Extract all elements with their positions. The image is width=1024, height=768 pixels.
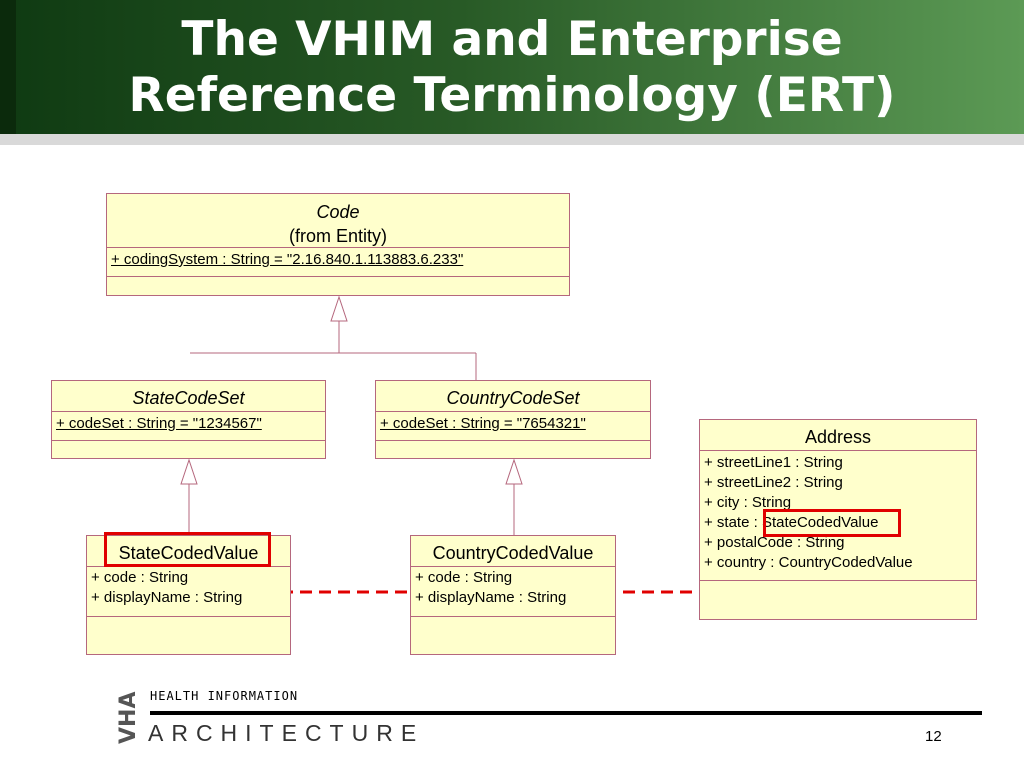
class-address-attr-state: + state : StateCodedValue <box>704 514 879 531</box>
class-statecodeset: StateCodeSet + codeSet : String = "12345… <box>51 380 326 459</box>
footer-health-information: HEALTH INFORMATION <box>150 689 299 703</box>
class-address: Address + streetLine1 : String + streetL… <box>699 419 977 620</box>
slide-header: The VHIM and Enterprise Reference Termin… <box>0 0 1024 145</box>
title-line-2: Reference Terminology (ERT) <box>128 68 896 123</box>
slide-title: The VHIM and Enterprise Reference Termin… <box>0 12 1024 124</box>
class-countrycodedvalue-attr-displayname: + displayName : String <box>415 589 567 606</box>
class-statecodeset-attr: + codeSet : String = "1234567" <box>56 415 262 432</box>
class-statecodedvalue-attr-code: + code : String <box>91 569 189 586</box>
class-countrycodedvalue: CountryCodedValue + code : String + disp… <box>410 535 616 655</box>
highlight-address-state-type <box>763 509 901 537</box>
class-address-name: Address <box>804 427 872 447</box>
inheritance-arrow-code <box>330 295 348 322</box>
class-code-name: Code <box>316 202 360 222</box>
vha-logo-text: VHA <box>116 692 141 744</box>
class-statecodedvalue: StateCodedValue + code : String + displa… <box>86 535 291 655</box>
class-statecodedvalue-name: StateCodedValue <box>118 543 259 563</box>
header-left-band <box>0 0 16 145</box>
class-statecodedvalue-attr-displayname: + displayName : String <box>91 589 243 606</box>
class-countrycodeset-attr: + codeSet : String = "7654321" <box>380 415 586 432</box>
inheritance-arrow-countrycodeset <box>505 458 523 485</box>
class-code-attr: + codingSystem : String = "2.16.840.1.11… <box>111 251 464 268</box>
highlight-statecodedvalue <box>104 532 271 567</box>
page-number: 12 <box>925 728 942 745</box>
class-address-attr-country: + country : CountryCodedValue <box>704 554 913 571</box>
class-countrycodedvalue-attr-code: + code : String <box>415 569 513 586</box>
class-code: Code (from Entity) + codingSystem : Stri… <box>106 193 570 296</box>
header-divider <box>0 134 1024 145</box>
class-address-attr-streetline1: + streetLine1 : String <box>704 454 843 471</box>
class-countrycodeset: CountryCodeSet + codeSet : String = "765… <box>375 380 651 459</box>
class-address-attr-streetline2: + streetLine2 : String <box>704 474 843 491</box>
footer-architecture: ARCHITECTURE <box>148 720 425 746</box>
class-address-attr-postalcode: + postalCode : String <box>704 534 845 551</box>
footer-rule <box>150 711 982 715</box>
class-countrycodedvalue-name: CountryCodedValue <box>432 543 594 563</box>
title-line-1: The VHIM and Enterprise <box>181 12 843 67</box>
class-code-stereotype: (from Entity) <box>288 226 387 246</box>
class-countrycodeset-name: CountryCodeSet <box>446 388 580 408</box>
class-statecodeset-name: StateCodeSet <box>132 388 245 408</box>
inheritance-arrow-statecodeset <box>180 458 198 485</box>
class-address-attr-city: + city : String <box>704 494 792 511</box>
vha-logo: VHA <box>116 692 141 744</box>
